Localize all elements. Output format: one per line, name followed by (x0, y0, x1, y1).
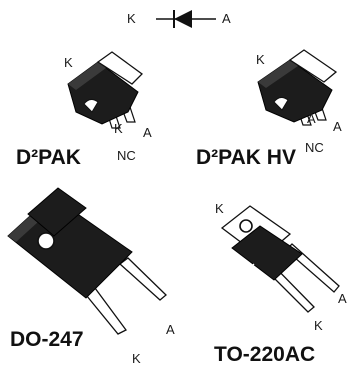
package-d2pak: K K A NC D²PAK (16, 51, 152, 169)
d2pak-label-k: K (114, 121, 123, 136)
d2pakhv-notch (273, 96, 289, 111)
d2pakhv-label-nc: NC (305, 140, 324, 155)
to220-label-k-tab: K (215, 201, 224, 216)
to220-label-a: A (338, 291, 347, 306)
symbol-cathode-label: K (127, 11, 136, 26)
to220-label-k: K (314, 318, 323, 333)
d2pak-label-a: A (143, 125, 152, 140)
to220-mount-hole (239, 219, 253, 233)
d2pak-body-top (68, 62, 106, 90)
symbol-triangle (174, 10, 192, 28)
do247-mount-hole (37, 232, 55, 250)
d2pak-name: D²PAK (16, 146, 81, 169)
d2pakhv-body-top (258, 60, 298, 88)
symbol-anode-label: A (222, 11, 231, 26)
d2pakhv-label-k-tab: K (256, 52, 265, 67)
package-do247: A K DO-247 (7, 187, 175, 366)
do247-tab (27, 187, 87, 237)
d2pakhv-label-a1: A (307, 111, 316, 126)
d2pak-notch (83, 98, 99, 113)
d2pak-label-k-tab: K (64, 55, 73, 70)
package-to220ac: K A K TO-220AC (214, 201, 347, 366)
package-d2pak-hv: K A A NC D²PAK HV (196, 49, 342, 169)
d2pakhv-label-a2: A (333, 119, 342, 134)
do247-name: DO-247 (10, 328, 84, 351)
d2pak-tab (96, 51, 143, 85)
to220-body (231, 225, 303, 281)
to220-notch (237, 263, 255, 273)
do247-lead-a (118, 257, 167, 301)
d2pakhv-tab (288, 49, 338, 83)
to220-name: TO-220AC (214, 343, 315, 366)
d2pakhv-name: D²PAK HV (196, 146, 296, 169)
diode-symbol: K A (127, 10, 231, 28)
do247-label-a: A (166, 322, 175, 337)
d2pak-label-nc: NC (117, 148, 136, 163)
do247-label-k: K (132, 351, 141, 366)
